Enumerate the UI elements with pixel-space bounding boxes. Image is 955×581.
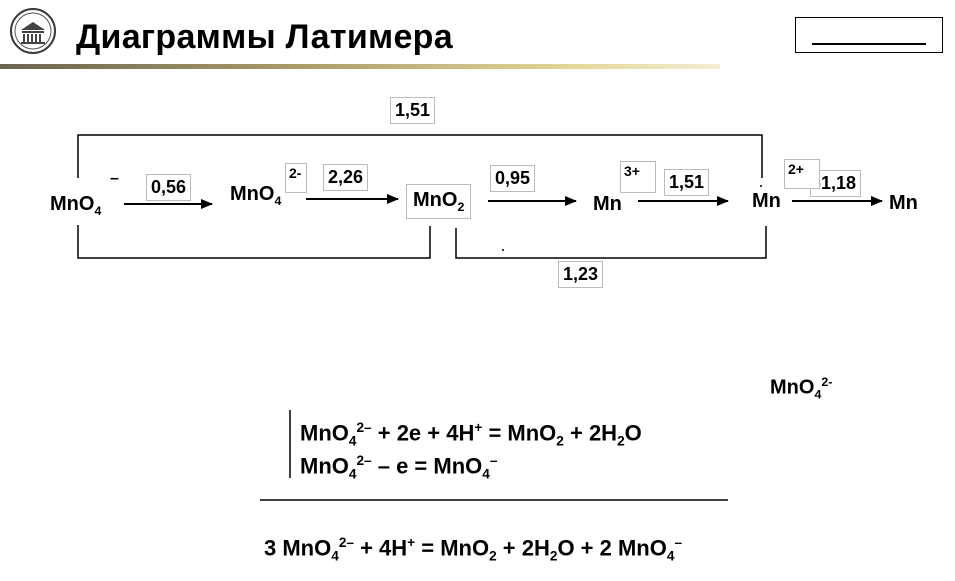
potential-mno4-mno4-2: 0,56	[146, 174, 192, 201]
species-mno4-minus: MnO4	[50, 193, 102, 218]
species-mn: Mn	[889, 192, 918, 214]
species-mn3: Mn	[593, 193, 622, 215]
university-logo	[10, 8, 56, 54]
potential-mno2-mn3: 0,95	[490, 165, 536, 192]
page-title: Диаграммы Латимера	[76, 18, 453, 56]
species-mno2: MnO2	[406, 184, 472, 219]
bracket-mno4-mn2	[77, 134, 763, 178]
bracket-mno2-mn2	[455, 226, 767, 259]
charge-mno4-2: 2-	[285, 163, 307, 193]
charge-mn2: 2+	[784, 159, 820, 189]
charge-mno4-minus: –	[110, 170, 119, 187]
potential-mno2-mn2: 1,23	[558, 261, 604, 288]
species-mno4-2: MnO4	[230, 183, 282, 208]
potential-mno4-mn2: 1,51	[390, 97, 436, 124]
equation-total: 3 MnO42– + 4H+ = MnO2 + 2H2O + 2 MnO4–	[264, 535, 683, 564]
charge-mn3: 3+	[620, 161, 656, 193]
potential-mno4-2-mno2: 2,26	[323, 164, 369, 191]
title-underline	[0, 64, 720, 69]
bracket-mno4-bottom	[77, 225, 431, 259]
potential-mn3-mn2: 1,51	[664, 169, 710, 196]
species-mn2: Mn	[752, 190, 781, 212]
logo-building-icon	[14, 12, 52, 50]
side-label-mno4-2: MnO42-	[770, 375, 833, 402]
equation-oxidation: MnO42– – e = MnO4–	[300, 453, 498, 482]
equation-reduction: MnO42– + 2e + 4H+ = MnO2 + 2H2O	[300, 420, 642, 449]
corner-frame	[795, 17, 943, 53]
